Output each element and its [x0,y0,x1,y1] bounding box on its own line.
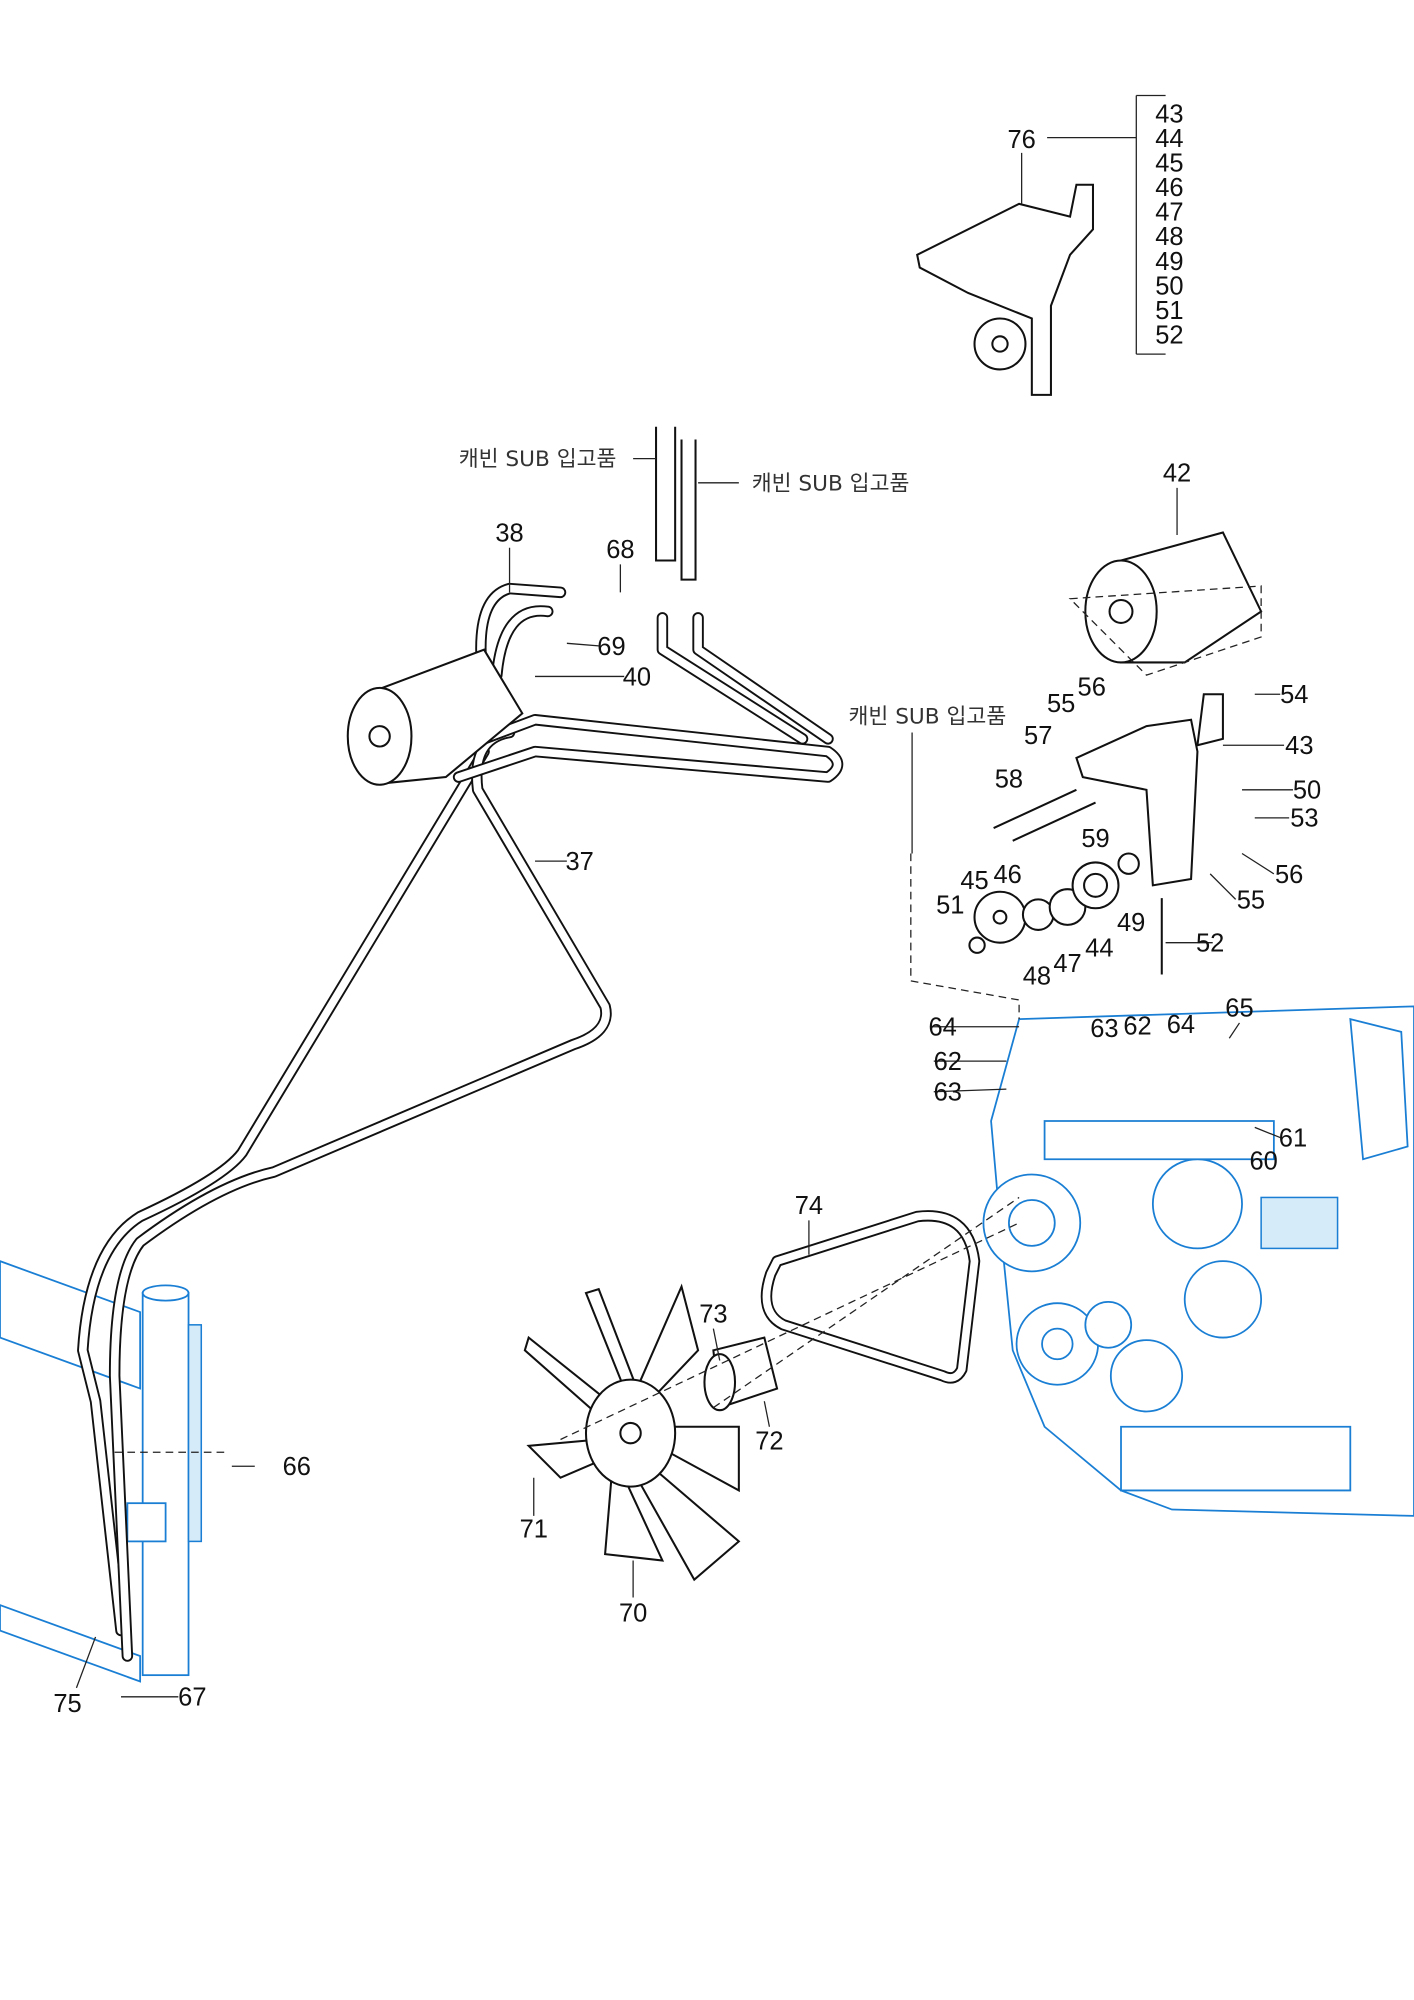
bracket-list-item: 43 [1155,100,1183,128]
callout-number: 73 [699,1300,727,1328]
bracket-76 [916,183,1095,396]
bracket-list-item: 44 [1155,125,1183,153]
callout-number: 62 [1123,1012,1151,1040]
callout-number: 57 [1024,722,1052,750]
callout-number: 63 [1090,1015,1118,1043]
bracket-list-item: 45 [1155,149,1183,177]
callout-76: 76 [1007,126,1035,154]
bracket-list-item: 52 [1155,322,1183,350]
callout-number: 38 [495,519,523,547]
bracket-list-item: 48 [1155,223,1183,251]
callout-number: 55 [1047,690,1075,718]
callout-number: 37 [565,848,593,876]
callout-number: 56 [1275,861,1303,889]
callout-number: 50 [1293,777,1321,805]
callout-number: 74 [795,1192,823,1220]
callout-number: 55 [1237,886,1265,914]
callout-number: 68 [606,536,634,564]
cabin-sub-note: 캐빈 SUB 입고품 [752,471,910,496]
bracket-list-item: 49 [1155,248,1183,276]
callout-number: 43 [1285,732,1313,760]
callout-number: 40 [623,663,651,691]
callout-number: 61 [1279,1124,1307,1152]
callout-number: 51 [936,891,964,919]
cabin-sub-note: 캐빈 SUB 입고품 [849,705,1007,730]
cabin-sub-note: 캐빈 SUB 입고품 [459,447,617,472]
callout-number: 54 [1280,681,1308,709]
callout-number: 69 [597,633,625,661]
compressor-42 [1068,531,1263,676]
callout-number: 63 [934,1079,962,1107]
callout-number: 60 [1250,1147,1278,1175]
engine-assembly [982,1005,1414,1517]
callout-number: 62 [934,1048,962,1076]
bracket-list-item: 51 [1155,297,1183,325]
callout-number: 53 [1290,805,1318,833]
callout-number: 44 [1085,935,1113,963]
callout-number: 75 [53,1690,81,1718]
callout-number: 56 [1078,674,1106,702]
compressor-left [346,648,524,786]
callout-number: 70 [619,1600,647,1628]
callout-number: 72 [755,1428,783,1456]
callout-number: 42 [1163,460,1191,488]
callout-number: 64 [1167,1011,1195,1039]
callout-number: 64 [928,1014,956,1042]
callout-number: 58 [995,765,1023,793]
ac-pipes [77,426,844,1662]
callout-number: 71 [520,1516,548,1544]
callout-number: 47 [1053,950,1081,978]
callout-number: 52 [1196,930,1224,958]
callout-number: 59 [1081,825,1109,853]
fan-70 [523,1283,779,1582]
callout-number: 46 [993,861,1021,889]
callout-number: 67 [178,1684,206,1712]
callout-number: 66 [283,1453,311,1481]
callout-number: 48 [1023,963,1051,991]
leader-lines [75,94,1293,1698]
condenser [0,1260,203,1683]
bracket-list-item: 50 [1155,272,1183,300]
callout-number: 49 [1117,909,1145,937]
callout-number: 45 [960,867,988,895]
bracket-list-item: 46 [1155,174,1183,202]
bracket-list-item: 47 [1155,199,1183,227]
callout-number: 65 [1225,995,1253,1023]
bracket-43 [968,693,1224,975]
belt-74 [760,1210,981,1384]
